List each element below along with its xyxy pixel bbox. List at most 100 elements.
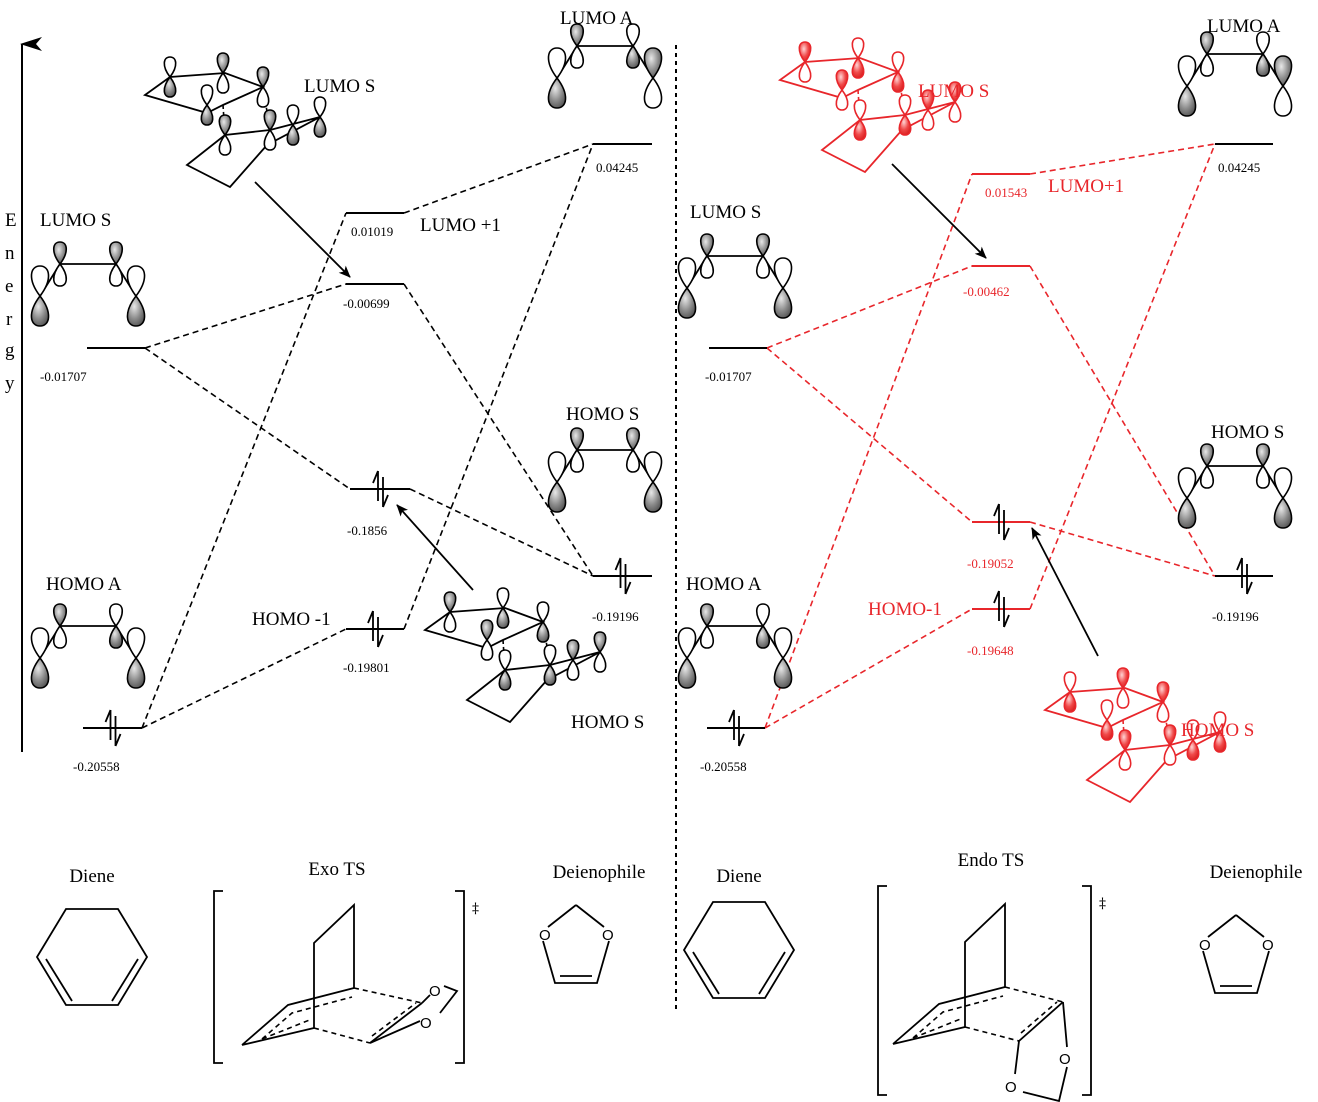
endo-ts-lumo-orbital-atom-3-lobe-bottom (835, 88, 849, 111)
endo-ts-homo-orbital-atom-4-lobe-top (1118, 729, 1132, 752)
endo-ts-lumo-plus-1-label: LUMO+1 (1048, 176, 1124, 197)
exo-ts-lumo-orbital-atom-4-lobe-top (218, 114, 232, 137)
energy-axis-letter: e (5, 276, 13, 297)
endo-ts-homo-minus-1-level-electron-up (993, 590, 1000, 621)
exo-ts-lumo-label: LUMO S (304, 76, 375, 97)
exo-dienophile-homo-value: -0.19196 (592, 609, 639, 624)
endo-dienophile-lumo-orbital-atom-2-lobe-bottom (1255, 52, 1271, 77)
endo-ts-structure-dioxole-ring (1014, 1001, 1068, 1102)
exo-ts-bracket: ‡ (213, 890, 479, 1064)
endo-dienophile-homo-level-electron-up (1236, 557, 1243, 588)
endo-ts-lumo-orbital-atom-7-lobe-bottom (948, 100, 962, 123)
endo-ts-homo-value: -0.19052 (967, 556, 1014, 571)
endo-diene-homo-level-electron-up (728, 709, 735, 740)
endo-diene-homo-orbital-atom-2-lobe-bottom (755, 624, 771, 649)
endo-diene-structure-double-bond (758, 951, 786, 995)
exo-ts-homo-orbital-atom-1-lobe-top (496, 587, 510, 610)
endo-ts-homo-orbital (1042, 667, 1227, 804)
exo-ts-homo-orbital-atom-7-lobe-bottom (593, 650, 607, 673)
exo-ts-structure-dienophile-bond (369, 1002, 423, 1044)
exo-dienophile-lumo-value: 0.04245 (596, 160, 638, 175)
endo-ts-homo-label: HOMO S (1181, 720, 1254, 741)
exo-ts-homo-orbital-atom-3-lobe-bottom (480, 638, 494, 661)
endo-ts-structure-bridge (964, 901, 1006, 1027)
endo-diene-lumo-orbital-skeleton (686, 255, 784, 289)
exo-diene-homo-level-electron-up (104, 709, 112, 740)
exo-lumo-arrow (254, 181, 351, 278)
endo-ts-lumo-orbital-atom-2-lobe-bottom (891, 70, 905, 93)
exo-ts-structure-dioxole-ring (369, 985, 459, 1044)
endo-dienophile-homo-value: -0.19196 (1212, 609, 1259, 624)
endo-dienophile-homo-orbital-atom-3-lobe-bottom (1273, 496, 1293, 529)
exo-dienophile-lumo-orbital-atom-3-lobe-bottom (643, 76, 663, 109)
endo-ts-lumo-orbital-atom-0-lobe-top (798, 41, 812, 64)
exo-dienophile-homo-orbital-atom-3-lobe-bottom (643, 480, 663, 513)
exo-diene-structure-double-bond (111, 958, 139, 1002)
connector-diene-lumo-to-ts-homo (766, 347, 973, 523)
endo-ts-structure-oxygen-left: O (1005, 1079, 1017, 1096)
connector-ts-homo1-to-dienophile-lumo (1029, 143, 1216, 610)
endo-ts-homo-orbital-atom-3-lobe-bottom (1100, 718, 1114, 741)
connector-diene-homo-to-ts-homo1 (141, 628, 347, 729)
exo-ts-homo-orbital-atom-5-lobe-top (543, 644, 557, 667)
endo-dienophile-lumo-orbital-atom-1-lobe-bottom (1199, 52, 1215, 77)
endo-diene-homo-value: -0.20558 (700, 759, 747, 774)
endo-diene-lumo-orbital-atom-1-lobe-top (699, 233, 715, 258)
endo-ts-homo-orbital-atom-2-lobe-top (1156, 681, 1170, 704)
exo-dienophile-homo-orbital-atom-1-lobe-top (569, 427, 585, 452)
endo-ts-homo-orbital-atom-3-lobe-top (1100, 699, 1114, 722)
exo-diene-homo-orbital (30, 603, 146, 689)
exo-ts-structure-forming-bonds (313, 987, 423, 1044)
exo-diene-structure (35, 908, 149, 1006)
exo-ts-homo-orbital-atom-2-lobe-bottom (536, 620, 550, 643)
exo-diene-homo-orbital-atom-1-lobe-top (52, 603, 68, 628)
exo-dienophile-homo-orbital-atom-0-lobe-bottom (547, 480, 567, 513)
endo-diene-homo-orbital-atom-3-lobe-bottom (773, 656, 793, 689)
endo-dienophile-lumo-orbital-atom-3-lobe-top (1273, 55, 1293, 88)
exo-ts-homo-minus-1-label: HOMO -1 (252, 609, 331, 630)
exo-ts-structure-diene-bonds (241, 987, 355, 1046)
exo-ts-structure-dienophile-partial (371, 1002, 417, 1037)
exo-dienophile-homo-orbital (547, 427, 663, 513)
exo-diene-homo-orbital-atom-0-lobe-bottom (30, 656, 50, 689)
exo-dienophile-lumo-orbital-atom-2-lobe-bottom (625, 44, 641, 69)
endo-dienophile-homo-orbital-atom-1-lobe-bottom (1199, 464, 1215, 489)
exo-dienophile-lumo-orbital-skeleton (556, 45, 654, 79)
exo-ts-homo-minus-1-level-electron-up (367, 610, 374, 641)
exo-diene-homo-orbital-atom-0-lobe-top (30, 627, 50, 660)
endo-dienophile-structure-oxygen-left: O (1199, 937, 1211, 954)
connector-diene-homo-to-ts-lumo1 (764, 173, 973, 729)
endo-dienophile-homo-orbital-atom-0-lobe-bottom (1177, 496, 1197, 529)
endo-ts-lumo-orbital-atom-0-lobe-bottom (798, 60, 812, 83)
endo-ts-structure-diene-partial-bonds (912, 995, 1004, 1039)
endo-ts-lumo-orbital-lower-ring (820, 101, 956, 174)
endo-diene-homo-orbital (677, 603, 793, 689)
endo-dienophile-title: Deienophile (1210, 862, 1303, 883)
exo-diene-homo-orbital-atom-1-lobe-bottom (52, 624, 68, 649)
exo-diene-lumo-orbital-atom-3-lobe-top (126, 265, 146, 298)
endo-ts-homo-minus-1-value: -0.19648 (967, 643, 1014, 658)
exo-dienophile-lumo-label: LUMO A (560, 8, 634, 29)
connector-ts-lumo1-to-dienophile-lumo (403, 143, 594, 214)
connector-ts-homo1-to-dienophile-lumo (403, 143, 594, 630)
endo-ts-homo-orbital-atom-6-lobe-top (1186, 719, 1200, 742)
exo-ts-homo-orbital-atom-6-lobe-top (566, 639, 580, 662)
endo-ts-homo-minus-1-label: HOMO-1 (868, 599, 942, 620)
endo-diene-homo-orbital-atom-0-lobe-top (677, 627, 697, 660)
endo-ts-homo-minus-1-level-electron-down (1003, 597, 1010, 628)
exo-diene-structure-double-bond (45, 958, 73, 1002)
connector-ts-homo-to-dienophile-homo (409, 488, 594, 577)
exo-diene-homo-orbital-atom-3-lobe-bottom (126, 656, 146, 689)
exo-diene-lumo-value: -0.01707 (40, 369, 87, 384)
exo-ts-homo-minus-1-level-electron-down (377, 617, 384, 648)
exo-diene-homo-orbital-atom-3-lobe-top (126, 627, 146, 660)
endo-ts-lumo-orbital-atom-3-lobe-top (835, 69, 849, 92)
exo-ts-lumo-orbital-atom-5-lobe-top (263, 109, 277, 132)
endo-dienophile-homo-orbital-atom-2-lobe-top (1255, 443, 1271, 468)
endo-diene-homo-level-electron-down (738, 716, 745, 747)
connector-diene-homo-to-ts-lumo1 (141, 212, 347, 729)
endo-dienophile-homo-orbital-atom-2-lobe-bottom (1255, 464, 1271, 489)
exo-ts-title: Exo TS (308, 859, 365, 880)
